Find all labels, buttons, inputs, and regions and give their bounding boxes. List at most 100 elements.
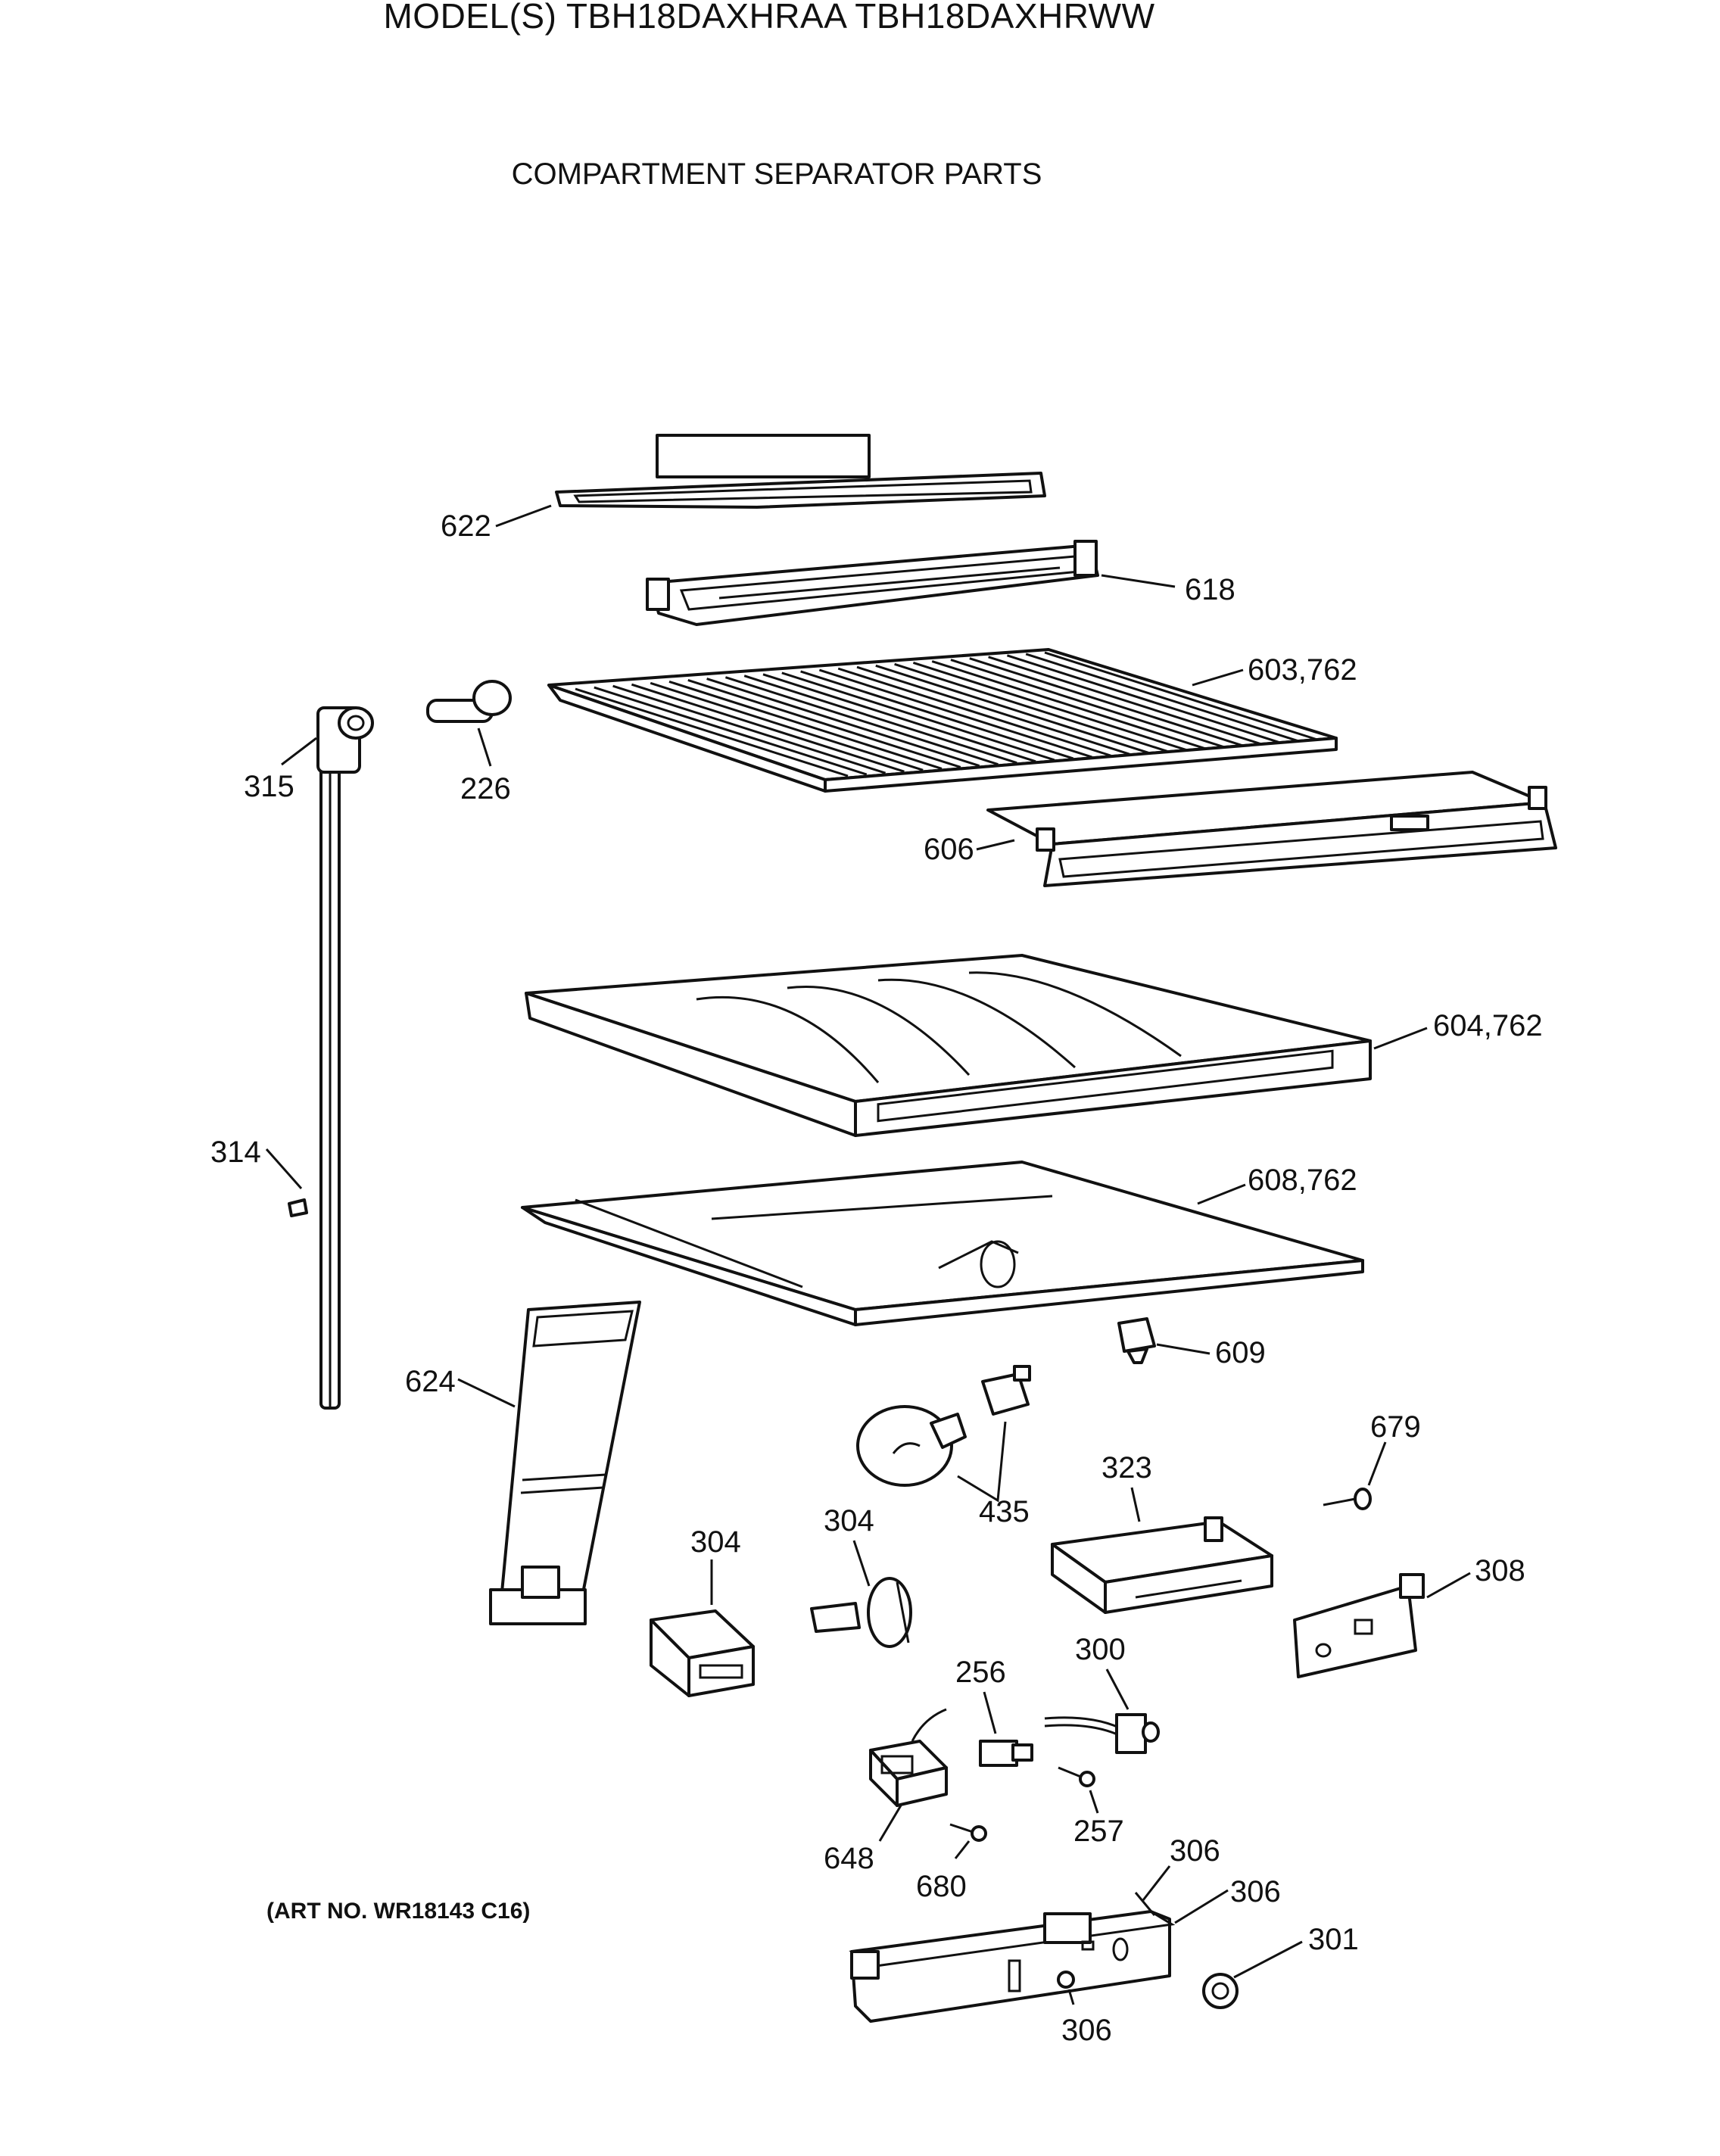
part-648-timer bbox=[869, 1708, 948, 1807]
callout-300: 300 bbox=[1075, 1633, 1126, 1666]
shelf-groove bbox=[969, 657, 1243, 747]
leader-603 bbox=[1192, 668, 1244, 687]
shelf-groove bbox=[1025, 653, 1299, 743]
shelf-groove bbox=[724, 676, 999, 766]
part-301-knob bbox=[1202, 1973, 1239, 2009]
leader-308 bbox=[1426, 1572, 1471, 1599]
callout-680: 680 bbox=[916, 1870, 967, 1903]
part-606-drawer bbox=[986, 771, 1557, 887]
leader-618 bbox=[1101, 574, 1176, 588]
callout-624: 624 bbox=[405, 1365, 456, 1398]
shelf-groove bbox=[650, 681, 924, 771]
callout-648: 648 bbox=[824, 1842, 874, 1875]
part-308-plate bbox=[1293, 1573, 1425, 1678]
shelf-groove bbox=[762, 673, 1036, 763]
callout-304b: 304 bbox=[824, 1504, 874, 1538]
leader-304b bbox=[852, 1540, 871, 1587]
callout-306a: 306 bbox=[1170, 1834, 1220, 1868]
callout-256: 256 bbox=[955, 1656, 1006, 1689]
leader-679 bbox=[1367, 1441, 1387, 1486]
leader-306a bbox=[1142, 1865, 1171, 1901]
shelf-groove bbox=[612, 684, 886, 774]
callout-606: 606 bbox=[924, 833, 974, 866]
callout-435: 435 bbox=[979, 1495, 1030, 1528]
part-608-cover bbox=[521, 1161, 1364, 1326]
part-323-bracket bbox=[1051, 1516, 1273, 1614]
callout-304a: 304 bbox=[690, 1525, 741, 1559]
callout-679: 679 bbox=[1370, 1410, 1421, 1444]
part-622-cover bbox=[555, 434, 1046, 509]
shelf-groove bbox=[668, 680, 943, 770]
shelf-groove bbox=[781, 671, 1055, 762]
leader-680 bbox=[954, 1840, 971, 1859]
part-304-dial bbox=[810, 1577, 912, 1648]
callout-603: 603,762 bbox=[1248, 653, 1357, 687]
part-435-socket bbox=[981, 1365, 1031, 1416]
shelf-groove bbox=[931, 660, 1205, 749]
callout-315: 315 bbox=[244, 770, 294, 803]
part-604-separator bbox=[525, 954, 1372, 1137]
part-624-duct bbox=[489, 1301, 641, 1625]
callout-257: 257 bbox=[1073, 1815, 1124, 1848]
part-306-housing bbox=[849, 1892, 1176, 2023]
shelf-groove bbox=[575, 687, 849, 777]
leader-314 bbox=[265, 1148, 303, 1189]
shelf-groove bbox=[800, 670, 1074, 760]
leader-301 bbox=[1233, 1940, 1303, 1979]
shelf-groove bbox=[950, 659, 1224, 749]
part-304-housing bbox=[650, 1609, 755, 1697]
part-609-clip bbox=[1117, 1317, 1156, 1364]
callout-622: 622 bbox=[441, 509, 491, 543]
callout-308: 308 bbox=[1475, 1554, 1525, 1587]
part-226-tube bbox=[426, 680, 512, 723]
callout-306b: 306 bbox=[1230, 1875, 1281, 1908]
shelf-groove bbox=[837, 667, 1111, 757]
shelf-groove bbox=[594, 686, 868, 776]
shelf-groove bbox=[1044, 651, 1318, 741]
shelf-groove bbox=[912, 662, 1186, 751]
leader-435 bbox=[957, 1421, 1007, 1503]
leader-300 bbox=[1105, 1668, 1130, 1710]
leader-323 bbox=[1130, 1487, 1141, 1522]
part-618-rail bbox=[646, 540, 1099, 626]
art-number: (ART NO. WR18143 C16) bbox=[266, 1899, 531, 1924]
callout-301: 301 bbox=[1308, 1923, 1359, 1956]
leader-608 bbox=[1197, 1183, 1246, 1205]
part-257-screw bbox=[1058, 1766, 1095, 1787]
leader-648 bbox=[878, 1805, 902, 1842]
leader-604 bbox=[1373, 1027, 1428, 1050]
callout-609: 609 bbox=[1215, 1336, 1266, 1369]
part-300-thermostat bbox=[1044, 1713, 1160, 1754]
leader-306b bbox=[1174, 1889, 1229, 1924]
part-680-screw bbox=[949, 1823, 987, 1842]
part-315-rod bbox=[316, 706, 374, 1410]
leader-256 bbox=[983, 1691, 997, 1734]
shelf-groove bbox=[894, 662, 1168, 752]
shelf-groove bbox=[988, 656, 1262, 746]
shelf-groove bbox=[706, 678, 980, 767]
part-603-shelf bbox=[547, 648, 1338, 793]
leader-624 bbox=[457, 1378, 516, 1408]
leader-226 bbox=[477, 727, 492, 767]
section-title: COMPARTMENT SEPARATOR PARTS bbox=[511, 157, 1042, 191]
callout-608: 608,762 bbox=[1248, 1164, 1357, 1197]
leader-609 bbox=[1156, 1343, 1211, 1355]
shelf-groove bbox=[818, 668, 1092, 759]
callout-618: 618 bbox=[1185, 573, 1235, 606]
leader-306c bbox=[1067, 1989, 1075, 2005]
shelf-groove bbox=[687, 679, 961, 768]
callout-226: 226 bbox=[460, 772, 511, 805]
leader-257 bbox=[1089, 1790, 1099, 1814]
shelf-groove bbox=[631, 683, 905, 773]
shelf-groove bbox=[856, 665, 1130, 756]
part-679-screw bbox=[1323, 1488, 1372, 1510]
shelf-groove bbox=[1006, 654, 1280, 744]
callout-306c: 306 bbox=[1061, 2014, 1112, 2047]
part-314-clip bbox=[288, 1198, 308, 1217]
leader-606 bbox=[976, 839, 1015, 851]
shelf-groove bbox=[875, 664, 1149, 754]
callout-323: 323 bbox=[1101, 1451, 1152, 1485]
callout-314: 314 bbox=[210, 1136, 261, 1169]
